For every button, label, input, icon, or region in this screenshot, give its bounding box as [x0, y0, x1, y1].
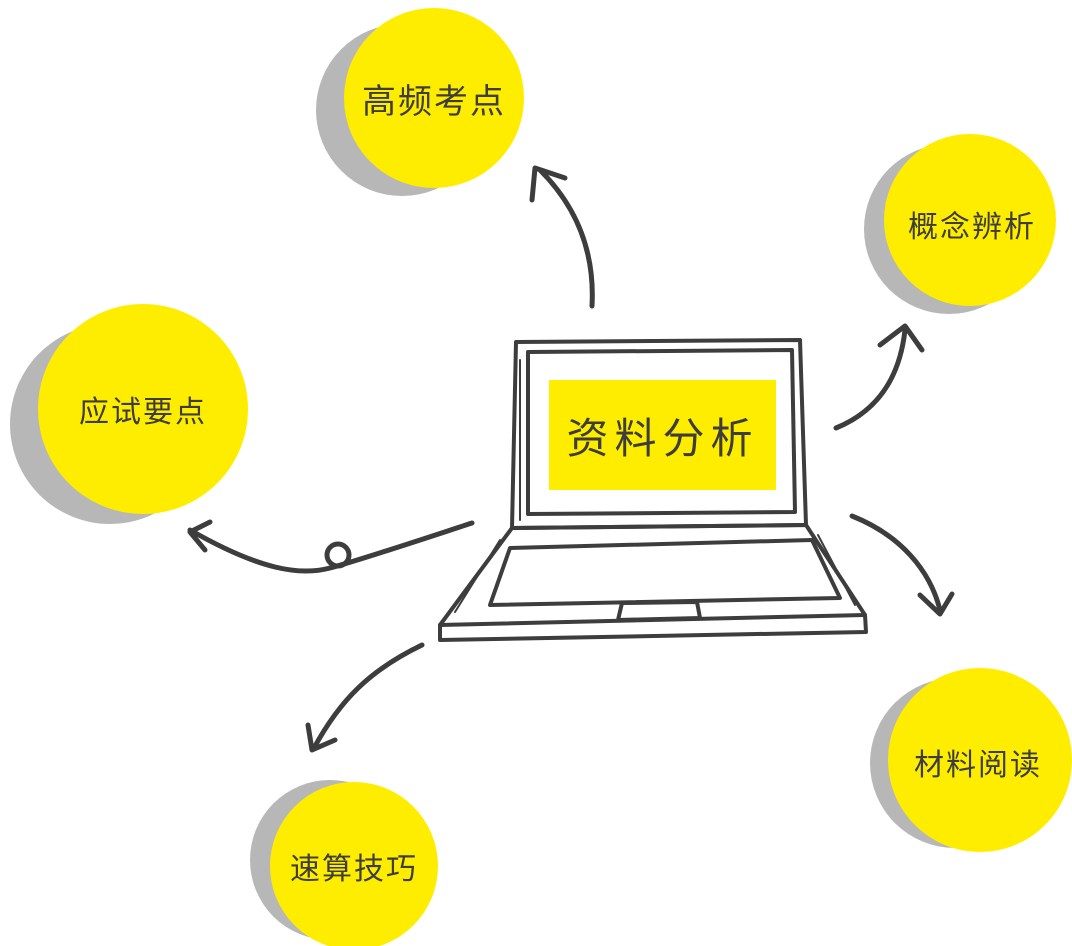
arrow-to-right-bottom [849, 513, 943, 613]
node-left: 应试要点 [10, 304, 248, 524]
bubble-disc [888, 668, 1072, 852]
arrow-head-right-bottom [917, 591, 955, 617]
arrow-loop-left [324, 541, 352, 569]
node-label: 高频考点 [362, 81, 506, 122]
arrow-head-left [187, 519, 213, 553]
screen-highlight [549, 380, 776, 490]
node-label: 应试要点 [79, 395, 207, 430]
node-bottom: 速算技巧 [250, 780, 438, 946]
arrow-to-bottom [311, 642, 425, 751]
arrow-head-top [529, 165, 568, 203]
arrow-head-right-top [877, 323, 925, 353]
center-title: 资料分析 [566, 413, 759, 463]
node-top: 高频考点 [316, 8, 524, 196]
node-label: 材料阅读 [914, 748, 1042, 783]
node-label: 速算技巧 [290, 852, 418, 887]
node-right-bottom: 材料阅读 [870, 668, 1072, 852]
node-label: 概念辨析 [908, 210, 1036, 245]
bubble-disc [884, 134, 1056, 306]
bubble-disc [38, 304, 248, 514]
arrow-head-bottom [305, 722, 338, 753]
bubble-disc [270, 782, 438, 946]
arrow-to-right-top [833, 327, 908, 431]
bubble-disc [344, 8, 524, 188]
arrow-to-left [187, 520, 475, 574]
node-right-top: 概念辨析 [864, 134, 1056, 316]
arrow-to-top [537, 167, 595, 309]
